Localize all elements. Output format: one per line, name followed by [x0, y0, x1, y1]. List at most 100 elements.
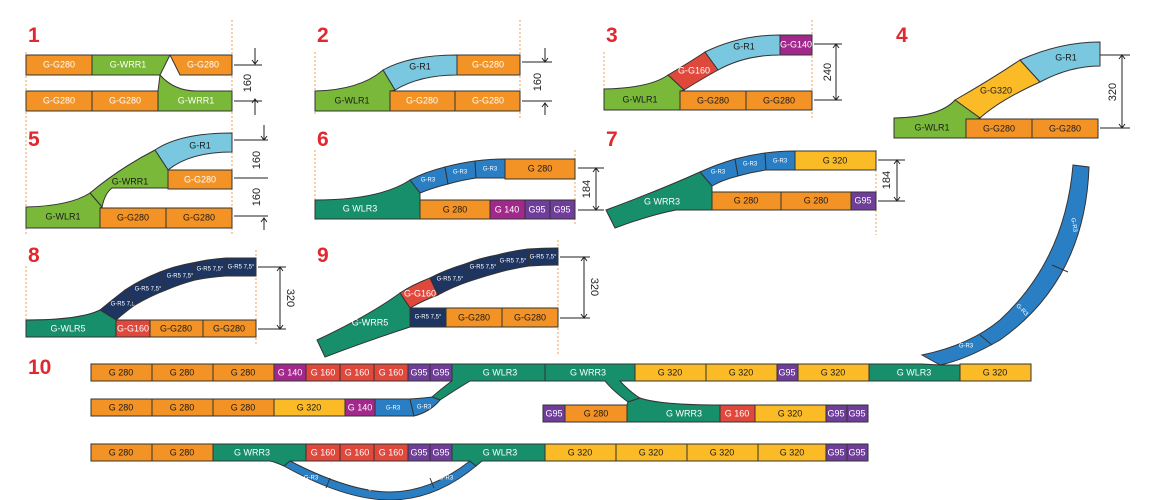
track-label: G 320: [778, 408, 803, 418]
track-label: G-WRR1: [178, 95, 215, 105]
track-label: G-R3: [417, 405, 432, 411]
track-label: G WRR3: [234, 447, 270, 457]
track-label: G95: [528, 204, 545, 214]
track-label: G-G280: [183, 212, 215, 222]
diagram-4: 4 G-G320 G-R1 G-WLR1 G-G280 G-G280 320: [893, 24, 1130, 139]
diagram-1: 1 G-G280 G-WRR1 G-G280 G-G280 G-G280 G-W…: [25, 20, 262, 235]
track-label: G 280: [584, 408, 609, 418]
curve-piece: [154, 132, 233, 171]
track-label: G 160: [311, 367, 336, 377]
track-label: G-R5 7,5°: [167, 274, 194, 280]
track-label: G-R1: [189, 140, 211, 150]
track-label: G 280: [734, 195, 759, 205]
curve-piece: [527, 247, 559, 267]
track-label: G 160: [311, 447, 336, 457]
track-label: G 280: [170, 447, 195, 457]
track-piece: [794, 150, 877, 171]
track-label: G-G280: [1049, 123, 1081, 133]
track-label: G-R3: [304, 476, 319, 482]
dimension-label: 240: [822, 63, 834, 81]
track-label: G-R1: [1055, 52, 1077, 62]
track-label: G-R5 7,5°: [437, 277, 464, 283]
track-label: G-R5 7,5°: [111, 302, 138, 308]
diagram-number: 4: [896, 24, 908, 47]
track-label: G-G280: [43, 59, 75, 69]
track-label: G95: [827, 447, 844, 457]
track-label: G-R5 7,5°: [415, 315, 442, 321]
switch-piece: [157, 73, 233, 112]
track-label: G-G280: [43, 95, 75, 105]
dimension-label: 320: [588, 278, 600, 296]
track-piece: [456, 54, 521, 76]
track-label: G 280: [231, 402, 256, 412]
track-label: G95: [854, 195, 871, 205]
track-label: G-R3: [386, 406, 401, 412]
track-label: G-G160: [678, 65, 710, 75]
track-piece: [501, 307, 559, 328]
diagram-number: 2: [317, 24, 329, 47]
track-label: G-G280: [213, 323, 245, 333]
track-label: G95: [553, 204, 570, 214]
dimension-label: 160: [251, 151, 263, 169]
track-label: G 320: [823, 155, 848, 165]
diagram-8: 8 G-R5 7,5° G-R5 7,5° G-R5 7,5° G-R5 7,5…: [25, 244, 296, 345]
track-label: G 320: [658, 367, 683, 377]
track-label: G-G280: [117, 212, 149, 222]
track-label: G95: [432, 367, 449, 377]
track-label: G-WLR5: [50, 323, 85, 333]
track-piece: [1031, 118, 1099, 139]
track-label: G-G280: [983, 123, 1015, 133]
track-label: G-G280: [160, 323, 192, 333]
track-label: G95: [827, 408, 844, 418]
track-piece: [846, 443, 869, 462]
track-label: G 280: [109, 402, 134, 412]
track-label: G 160: [379, 447, 404, 457]
track-label: G95: [778, 367, 795, 377]
track-label: G-R5 7,5°: [500, 259, 527, 265]
track-label: G-R1: [409, 61, 431, 71]
track-label: G-WLR1: [622, 94, 657, 104]
track-label: G-G280: [472, 95, 504, 105]
track-label: G 140: [278, 367, 303, 377]
diagram-number: 8: [28, 244, 40, 267]
track-label: G-R3: [439, 476, 454, 482]
switch-piece: [451, 443, 546, 467]
track-label: G 320: [780, 447, 805, 457]
track-label: G 160: [725, 408, 750, 418]
track-piece: [549, 199, 576, 220]
dimension-label: 320: [284, 289, 296, 307]
track-label: G 280: [443, 204, 468, 214]
track-label: G-R3: [483, 167, 498, 173]
diagram-number: 5: [28, 128, 40, 151]
track-label: G-WRR5: [352, 317, 389, 327]
track-piece: [959, 363, 1032, 382]
curve-piece: [225, 257, 257, 277]
diagram-7: 7 G-R3 G-R3 G-R3 G 320 G WRR3 G 280 G 28…: [605, 128, 905, 235]
track-label: G-R3: [959, 344, 974, 350]
track-label: G-G280: [763, 95, 795, 105]
track-label: G 280: [170, 402, 195, 412]
curve-piece: [382, 54, 458, 91]
track-label: G-WLR1: [914, 122, 949, 132]
track-label: G-R3: [773, 159, 788, 165]
curve-piece: [409, 396, 441, 417]
diagram-10: 10 G-R3 G-R3 G-R3 G 280 G 280 G 280 G 14…: [28, 164, 1090, 500]
curve-piece: [1019, 41, 1101, 83]
switch-piece: [212, 443, 307, 467]
track-label: G-G280: [514, 312, 546, 322]
track-label: G-R3: [368, 487, 383, 493]
track-piece: [167, 169, 233, 190]
track-label: G 140: [348, 402, 373, 412]
diagram-3: 3 G-G160 G-R1 G-G140 G-WLR1 G-G280 G-G28…: [603, 20, 842, 118]
track-label: G 280: [109, 447, 134, 457]
track-label: G 320: [983, 367, 1008, 377]
track-label: G-G280: [406, 95, 438, 105]
track-label: G-G280: [187, 59, 219, 69]
track-label: G-R5 7,5°: [470, 265, 497, 271]
track-label: G WLR3: [483, 367, 518, 377]
track-label: G-R1: [733, 41, 755, 51]
track-piece: [846, 404, 869, 423]
track-label: G-G280: [472, 59, 504, 69]
track-label: G-G160: [404, 288, 436, 298]
